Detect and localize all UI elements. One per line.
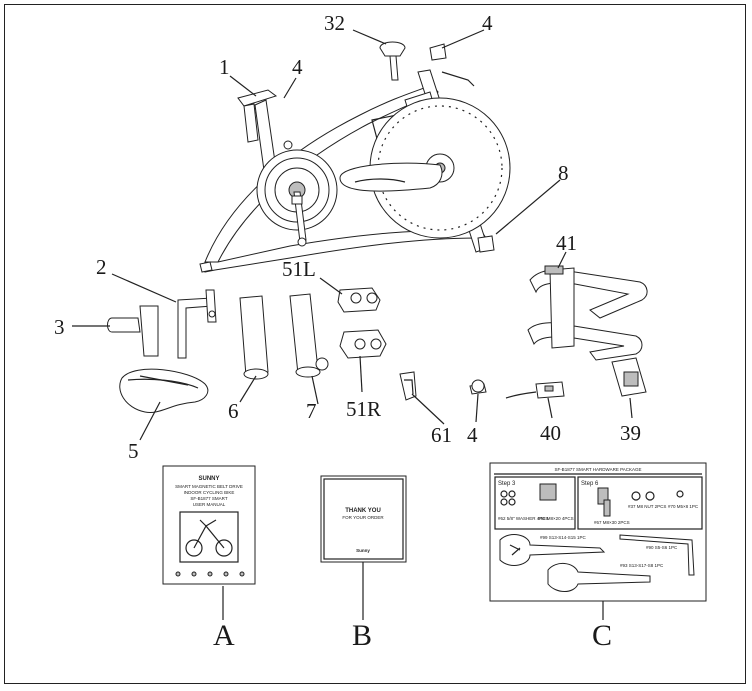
part-51R-pedal [339,329,387,359]
hardware-step-6: Step 6 [581,481,599,487]
label-part-4: 4 [482,11,493,35]
label-part-32: 32 [324,11,345,35]
manual-line-1: SMART MAGNETIC BELT DRIVE [175,484,243,489]
hardware-title: SF-B1877 SMART HARDWARE PACKAGE [554,467,641,472]
leader-lines [72,29,633,620]
label-item-c: C [592,619,612,652]
label-part-41: 41 [556,231,577,255]
manual-line-4: USER MANUAL [193,502,226,507]
card-line-1: THANK YOU [345,508,381,514]
label-part-7: 7 [306,399,317,423]
label-part-61: 61 [431,423,452,447]
part-7-stabilizer-wheels [289,293,329,378]
manual-line-3: SF-B1877 SMART [190,496,227,501]
label-part-4: 4 [467,423,478,447]
item-a-user-manual: SUNNY SMART MAGNETIC BELT DRIVE INDOOR C… [162,465,256,585]
label-part-2: 2 [96,255,107,279]
hardware-step-3: Step 3 [498,481,516,487]
label-item-a: A [213,619,235,652]
part-4-knob [469,379,487,395]
part-40-sensor [505,381,565,399]
diagram-frame [4,4,746,684]
label-part-1: 1 [219,55,230,79]
hardware-tool-3: #93 S13-S17-S8 1PC [620,563,664,568]
label-part-3: 3 [54,315,65,339]
manual-brand: SUNNY [198,476,219,482]
part-5-saddle [119,368,209,414]
card-brand: Sunny [356,548,370,553]
label-part-4: 4 [292,55,303,79]
part-6-stabilizer [239,295,269,380]
label-item-b: B [352,619,372,652]
part-2-seat-slider [177,289,217,359]
label-part-39: 39 [620,421,641,445]
part-3-seat-post [107,305,159,357]
hardware-step6-bolt: #67 M8×30 2PCS [594,520,630,525]
hardware-step6-screw: #70 M5×8 1PC [668,504,699,509]
label-part-40: 40 [540,421,561,445]
label-part-6: 6 [228,399,239,423]
hardware-step3-washer: #62 5/8" WASHER 4PCS [498,516,548,521]
part-41-handlebar [527,265,648,361]
hardware-step3-bolt: #68 M8×20 4PCS [538,516,574,521]
hardware-step6-nut: #37 M8 NUT 2PCS [628,504,666,509]
hardware-tool-2: #90 S5-S6 1PC [646,545,678,550]
part-61-bottle-holder [399,371,417,401]
label-part-51L: 51L [282,257,316,281]
label-part-5: 5 [128,439,139,463]
item-c-hardware-package: SF-B1877 SMART HARDWARE PACKAGE Step 3 #… [489,462,707,602]
bike-main-frame [199,41,511,273]
card-line-2: FOR YOUR ORDER [342,515,384,520]
manual-line-2: INDOOR CYCLING BIKE [184,490,235,495]
label-part-8: 8 [558,161,569,185]
hardware-tool-1: #99 S13-S14-S15 1PC [540,535,587,540]
part-51L-pedal [337,287,381,313]
item-b-thank-you-card: THANK YOU FOR YOUR ORDER Sunny [320,475,407,563]
label-part-51R: 51R [346,397,381,421]
part-39-console [611,357,647,397]
